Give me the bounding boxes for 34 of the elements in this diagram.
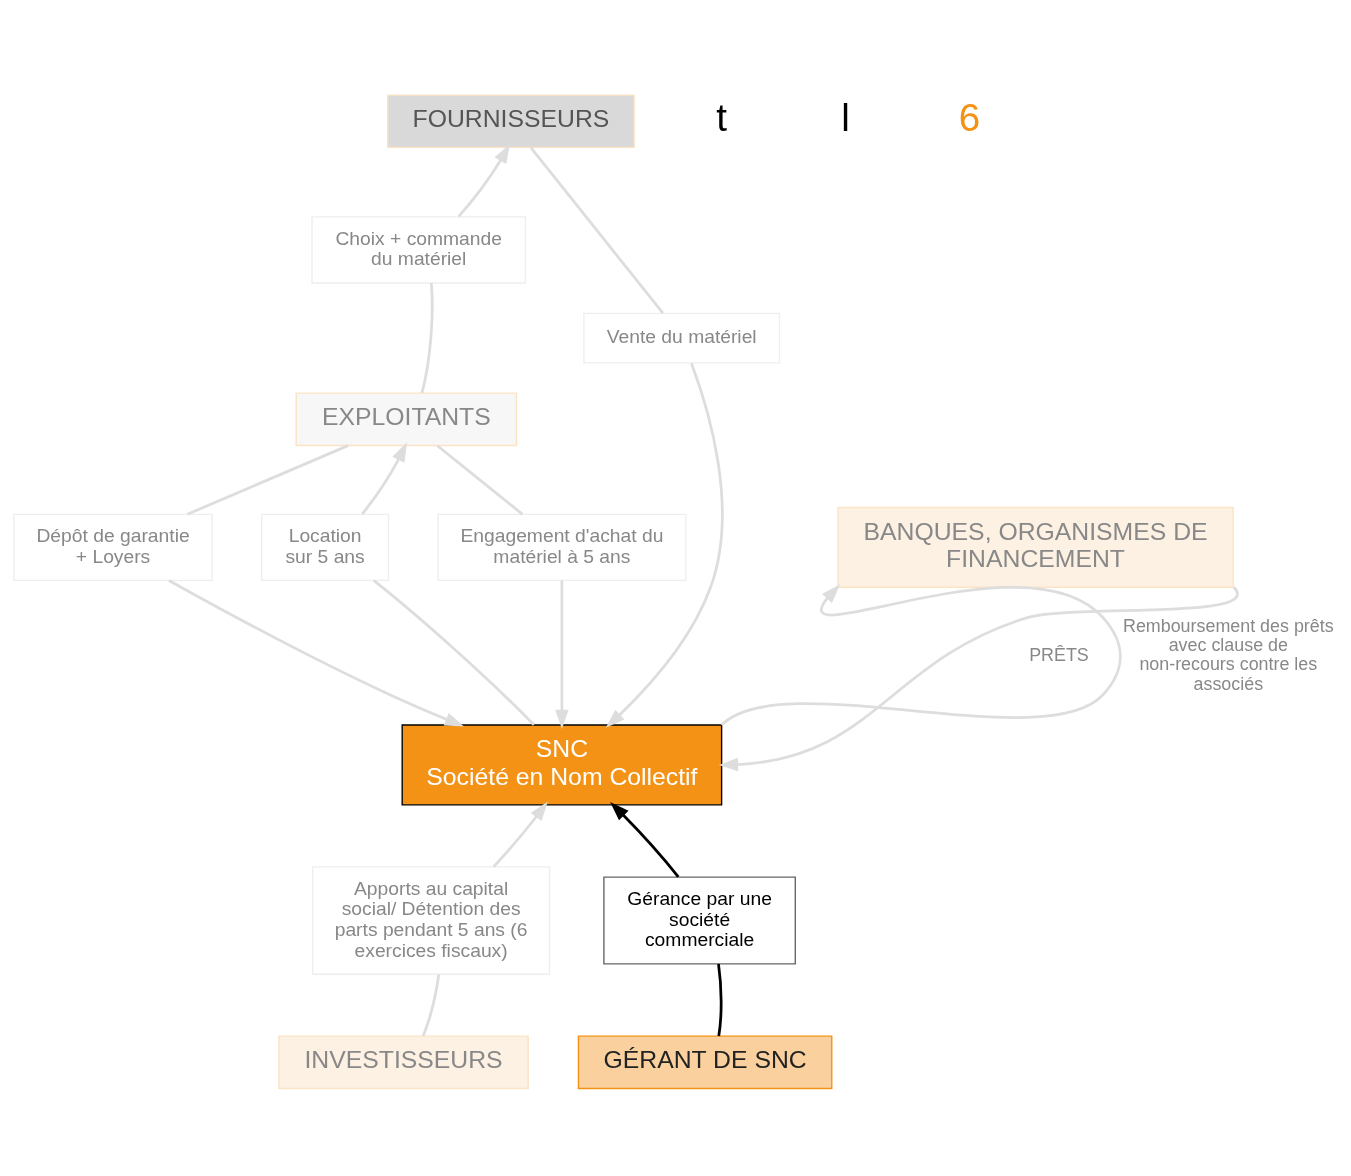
label: 6 bbox=[958, 95, 981, 139]
arrow bbox=[555, 580, 569, 729]
connector bbox=[436, 444, 524, 516]
arrow bbox=[718, 586, 1238, 772]
arrow bbox=[610, 801, 680, 878]
node-box: Choix + commande du matériel bbox=[311, 216, 527, 284]
node-box: Dépôt de garantie + Loyers bbox=[13, 513, 213, 582]
arrow bbox=[605, 362, 724, 728]
node-box: FOURNISSEURS bbox=[387, 94, 635, 149]
edge-label: Remboursement des prêts avec clause de non-recours contre les associés bbox=[1123, 615, 1334, 694]
node-box: Vente du matériel bbox=[583, 312, 781, 364]
arrow bbox=[492, 801, 548, 868]
node-box: INVESTISSEURS bbox=[278, 1035, 529, 1090]
edge-label: PRÊTS bbox=[1029, 644, 1089, 665]
connector bbox=[421, 974, 441, 1037]
node-box: GÉRANT DE SNC bbox=[577, 1035, 833, 1090]
connector bbox=[420, 283, 434, 394]
node-box: SNC Société en Nom Collectif bbox=[401, 724, 723, 806]
node-box: Location sur 5 ans bbox=[261, 513, 390, 582]
label: l bbox=[841, 95, 850, 139]
connector bbox=[372, 579, 535, 726]
node-box: Gérance par une société commerciale bbox=[603, 876, 796, 965]
connector bbox=[717, 963, 723, 1037]
connector bbox=[529, 146, 664, 315]
arrow bbox=[457, 143, 510, 218]
node-box: Engagement d'achat du matériel à 5 ans bbox=[437, 513, 687, 582]
node-box: BANQUES, ORGANISMES DE FINANCEMENT bbox=[837, 506, 1234, 588]
node-box: Apports au capital social/ Détention des parts pendant 5 ans (6 exercices fiscaux) bbox=[312, 866, 551, 975]
arrow bbox=[720, 584, 1122, 727]
label: t bbox=[716, 95, 727, 139]
arrow bbox=[168, 579, 464, 727]
node-box: EXPLOITANTS bbox=[295, 392, 518, 447]
connector bbox=[186, 444, 349, 516]
arrow bbox=[361, 442, 407, 515]
